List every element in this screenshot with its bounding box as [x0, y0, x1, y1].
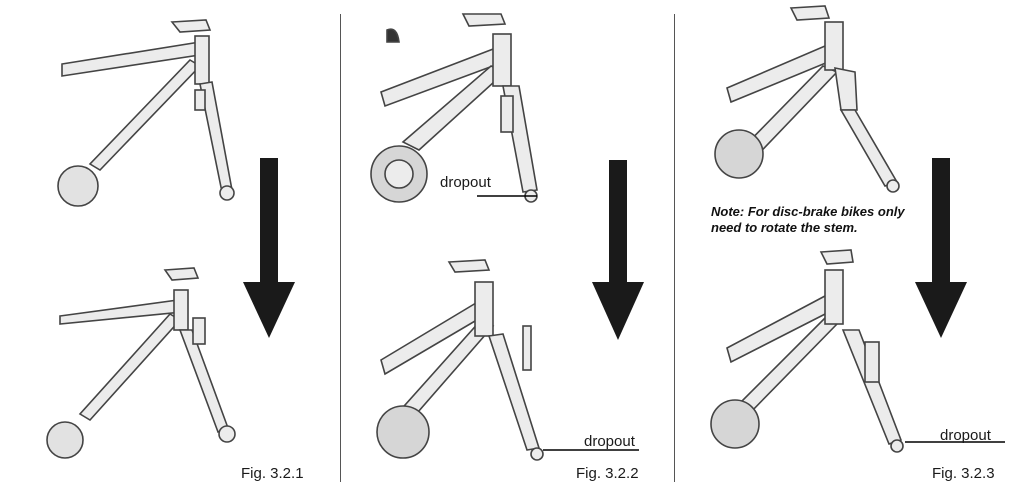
- figure-3-2-1: Fig. 3.2.1: [0, 0, 340, 493]
- dropout-label: dropout: [584, 433, 635, 450]
- note-line: need to rotate the stem.: [711, 220, 858, 235]
- bike-after-illustration: [46, 267, 236, 459]
- figure-caption: Fig. 3.2.1: [241, 465, 304, 482]
- bike-after-illustration: [376, 259, 544, 461]
- figure-caption: Fig. 3.2.2: [576, 465, 639, 482]
- figure-3-2-2: dropout dropout Fig. 3.2.2: [341, 0, 674, 493]
- figure-3-2-3: Note: For disc-brake bikes only need to …: [675, 0, 1013, 493]
- down-arrow-icon: [915, 158, 967, 338]
- down-arrow-icon: [592, 160, 644, 340]
- figure-3-2-1-illustration: [46, 19, 295, 459]
- figure-caption: Fig. 3.2.3: [932, 465, 995, 482]
- disc-brake-note: Note: For disc-brake bikes only need to …: [711, 204, 905, 236]
- panel-divider: [340, 14, 341, 482]
- figure-3-2-2-illustration: [370, 13, 644, 461]
- bike-before-illustration: [57, 19, 235, 207]
- note-line: Note: For disc-brake bikes only: [711, 204, 905, 219]
- bike-before-illustration: [714, 5, 900, 193]
- figure-3-2-3-illustration: [710, 5, 1005, 453]
- dropout-label: dropout: [940, 427, 991, 444]
- bike-after-illustration: [710, 249, 904, 453]
- down-arrow-icon: [243, 158, 295, 338]
- dropout-label: dropout: [440, 174, 491, 191]
- panel-divider: [674, 14, 675, 482]
